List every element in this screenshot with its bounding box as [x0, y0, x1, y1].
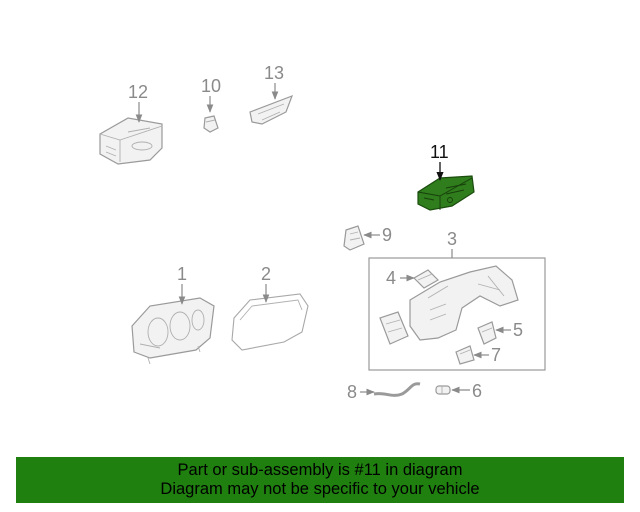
callout-1: 1 [177, 264, 187, 284]
part-3-side-vent[interactable] [379, 311, 409, 345]
callout-13: 13 [264, 63, 284, 83]
parts-diagram: 12 10 13 11 9 1 2 [99, 63, 546, 402]
part-13-bracket[interactable] [249, 94, 294, 125]
callout-7: 7 [491, 345, 501, 365]
callout-6: 6 [472, 381, 482, 401]
part-1-instrument-cluster[interactable] [131, 297, 215, 365]
part-8-cable[interactable] [373, 382, 421, 397]
callout-9: 9 [382, 225, 392, 245]
callout-2: 2 [261, 264, 271, 284]
part-info-banner: Part or sub-assembly is #11 in diagram D… [16, 457, 624, 503]
part-12-module[interactable] [99, 117, 163, 165]
banner-line-part: Part or sub-assembly is #11 in diagram [177, 461, 463, 479]
part-7-switch[interactable] [455, 345, 475, 365]
part-4-vent[interactable] [413, 269, 439, 289]
callout-11: 11 [430, 142, 449, 162]
part-2-cluster-lens[interactable] [231, 293, 309, 351]
banner-line-disclaimer: Diagram may not be specific to your vehi… [160, 480, 480, 498]
callout-3: 3 [447, 229, 457, 249]
callout-4: 4 [386, 268, 396, 288]
callout-12: 12 [128, 82, 148, 102]
part-5-switch[interactable] [477, 321, 497, 345]
callout-10: 10 [201, 76, 221, 96]
part-6-bulb[interactable] [435, 385, 451, 395]
part-9-switch[interactable] [343, 225, 365, 251]
callout-5: 5 [513, 320, 523, 340]
part-10-bulb[interactable] [203, 115, 219, 133]
part-11-control-module[interactable] [417, 175, 475, 211]
part-3-bezel[interactable] [409, 265, 519, 341]
callout-8: 8 [347, 382, 357, 402]
